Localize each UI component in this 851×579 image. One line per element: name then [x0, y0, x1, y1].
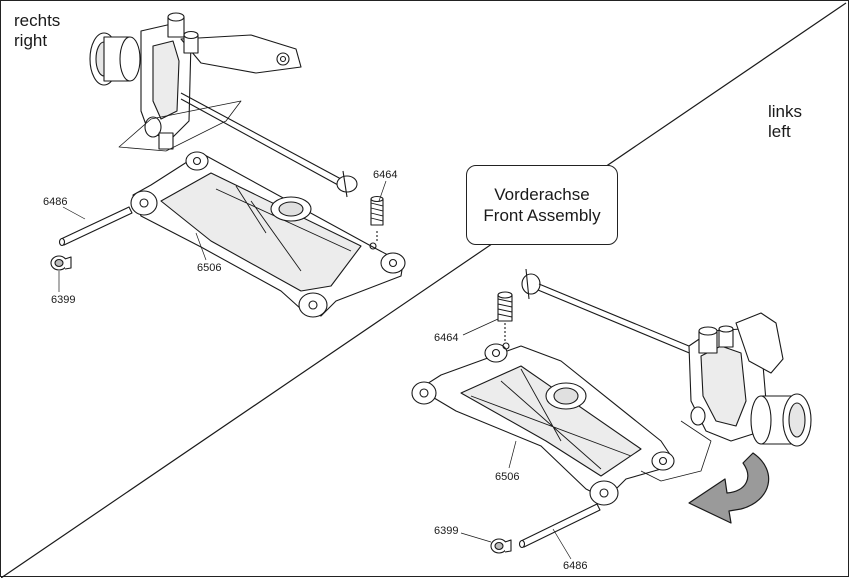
- right-assembly: [50, 12, 406, 318]
- title-german: Vorderachse: [494, 185, 590, 204]
- left-shock-spring: [497, 291, 513, 341]
- title-english: Front Assembly: [483, 206, 601, 225]
- right-hinge-pin: [58, 206, 133, 247]
- left-drive-shaft: [521, 268, 702, 358]
- right-part-hinge-pin: 6486: [43, 196, 67, 208]
- right-steering-knuckle: [89, 12, 302, 152]
- right-leader-lines: [58, 180, 387, 292]
- assembly-title-box: Vorderachse Front Assembly: [466, 165, 618, 245]
- right-part-lower-arm: 6506: [197, 262, 221, 274]
- right-lower-arm: [130, 151, 406, 318]
- right-part-pin-nut: 6399: [51, 294, 75, 306]
- left-leader-lines: [460, 318, 572, 560]
- left-lower-arm: [411, 342, 675, 506]
- right-drive-shaft: [180, 92, 358, 198]
- rotation-arrow: [688, 452, 770, 524]
- right-shock-spring: [370, 195, 384, 241]
- left-part-shock-spring: 6464: [434, 332, 458, 344]
- left-steering-knuckle: [640, 312, 812, 482]
- left-label-german: links: [768, 102, 803, 121]
- left-part-lower-arm: 6506: [495, 471, 519, 483]
- right-pin-nut: [50, 255, 72, 271]
- left-hinge-pin: [518, 503, 601, 549]
- right-label-german: rechts: [14, 11, 61, 30]
- left-part-hinge-pin: 6486: [563, 560, 587, 572]
- right-part-shock-spring: 6464: [373, 169, 397, 181]
- left-part-pin-nut: 6399: [434, 525, 458, 537]
- left-label-english: left: [768, 122, 791, 141]
- left-assembly: [411, 268, 812, 554]
- left-pin-nut: [490, 538, 512, 554]
- left-side-label: links left: [768, 102, 802, 142]
- right-side-label: rechts right: [14, 11, 60, 51]
- right-label-english: right: [14, 31, 48, 50]
